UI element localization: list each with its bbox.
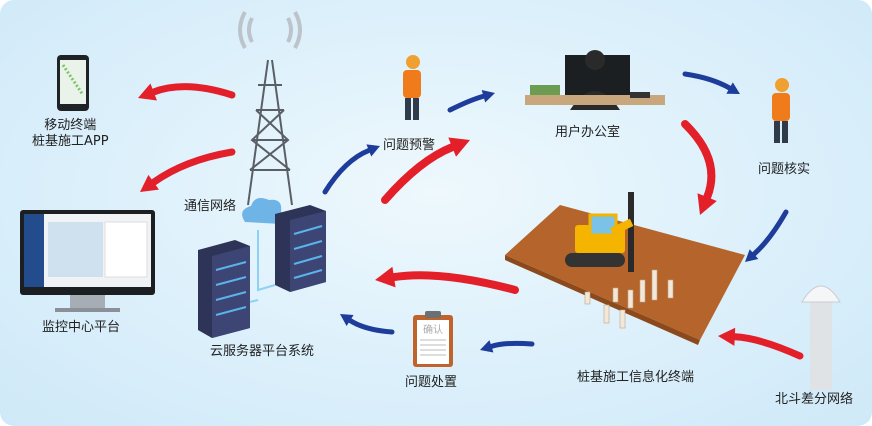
beidou-antenna-icon: [801, 285, 841, 390]
mobile-terminal-label: 移动终端桩基施工APP: [32, 118, 109, 150]
red-flow-arrow: [138, 83, 236, 101]
red-flow-arrow: [718, 327, 804, 360]
blue-flow-arrow: [480, 340, 535, 353]
handle-label: 问题处置: [405, 375, 458, 390]
red-flow-arrow: [140, 148, 236, 192]
pile-driver-icon: [565, 192, 634, 272]
worker-verify-icon: [772, 78, 790, 143]
blue-flow-arrow: [322, 144, 380, 195]
red-flow-arrow: [381, 137, 470, 204]
mobile-label-line2: 桩基施工APP: [32, 134, 109, 149]
blue-flow-arrow: [340, 314, 395, 335]
monitor-icon: [20, 210, 155, 312]
clipboard-icon: 确认: [413, 311, 453, 367]
network-label: 通信网络: [184, 199, 237, 214]
worker-warning-icon: [403, 55, 421, 120]
clipboard-text: 确认: [423, 323, 443, 336]
monitor-center-label: 监控中心平台: [42, 320, 121, 335]
blue-flow-arrow: [682, 71, 740, 94]
blue-flow-arrow: [745, 209, 789, 262]
blue-flow-arrow: [447, 89, 495, 113]
warning-label: 问题预警: [383, 138, 436, 153]
construction-ground: [505, 205, 745, 340]
beidou-label: 北斗差分网络: [775, 392, 854, 407]
terminal-label: 桩基施工信息化终端: [577, 370, 695, 385]
office-label: 用户办公室: [555, 125, 621, 140]
mobile-phone-icon: [57, 55, 89, 111]
red-flow-arrow: [375, 266, 519, 294]
cloud-icon: [242, 198, 285, 224]
signal-tower-icon: [238, 11, 302, 206]
mobile-label-line1: 移动终端: [44, 118, 97, 133]
red-flow-arrow: [681, 120, 717, 215]
server-icon: [198, 205, 326, 338]
cloud-platform-label: 云服务器平台系统: [210, 344, 315, 359]
flow-arrows: [138, 71, 804, 360]
verify-label: 问题核实: [758, 162, 811, 177]
piles-icon: [584, 269, 674, 329]
office-icon: [525, 50, 665, 110]
